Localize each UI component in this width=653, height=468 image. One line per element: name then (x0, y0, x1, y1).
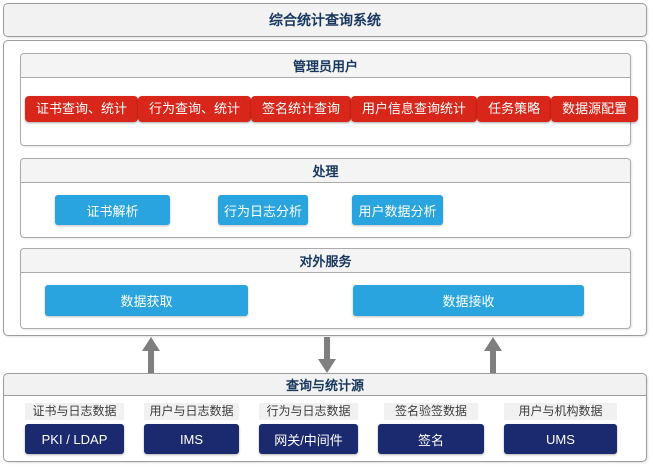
source-col-user-org: 用户与机构数据 UMS (504, 403, 617, 454)
button-signature[interactable]: 签名 (378, 424, 484, 454)
source-col-user-log: 用户与日志数据 IMS (144, 403, 239, 454)
source-label-user-log: 用户与日志数据 (144, 403, 239, 420)
system-main-box: 管理员用户 证书查询、统计 行为查询、统计 签名统计查询 用户信息查询统计 任务… (3, 40, 647, 336)
button-ums[interactable]: UMS (504, 424, 617, 454)
button-datasource-config[interactable]: 数据源配置 (551, 96, 639, 122)
source-col-signature-verify: 签名验签数据 签名 (378, 403, 484, 454)
button-task-policy[interactable]: 任务策略 (477, 96, 552, 122)
up-arrow-icon (484, 337, 502, 373)
button-user-data-analysis[interactable]: 用户数据分析 (352, 195, 443, 225)
down-arrow-icon (318, 337, 336, 373)
system-title-bar: 综合统计查询系统 (3, 3, 647, 37)
button-cert-query-stats[interactable]: 证书查询、统计 (25, 96, 139, 122)
section-admin-users: 管理员用户 证书查询、统计 行为查询、统计 签名统计查询 用户信息查询统计 任务… (20, 53, 639, 146)
button-pki-ldap[interactable]: PKI / LDAP (25, 424, 124, 454)
source-label-cert-log: 证书与日志数据 (25, 403, 124, 420)
button-data-fetch[interactable]: 数据获取 (45, 285, 248, 316)
processing-buttons-row: 证书解析 行为日志分析 用户数据分析 (21, 183, 630, 225)
source-col-behavior-log: 行为与日志数据 网关/中间件 (259, 403, 358, 454)
source-columns-row: 证书与日志数据 PKI / LDAP 用户与日志数据 IMS 行为与日志数据 网… (4, 396, 646, 454)
source-label-user-org: 用户与机构数据 (504, 403, 617, 420)
section-admin-users-header: 管理员用户 (21, 54, 630, 78)
source-label-signature-verify: 签名验签数据 (384, 403, 478, 420)
button-signature-stats-query[interactable]: 签名统计查询 (251, 96, 352, 122)
source-label-behavior-log: 行为与日志数据 (259, 403, 358, 420)
external-buttons-row: 数据获取 数据接收 (21, 273, 630, 316)
button-behavior-query-stats[interactable]: 行为查询、统计 (138, 96, 252, 122)
section-processing: 处理 证书解析 行为日志分析 用户数据分析 (20, 158, 631, 238)
section-query-stat-sources-header: 查询与统计源 (4, 374, 646, 396)
section-external-services-header: 对外服务 (21, 249, 630, 273)
button-gateway-middleware[interactable]: 网关/中间件 (259, 424, 358, 454)
button-cert-parse[interactable]: 证书解析 (55, 195, 170, 225)
button-ims[interactable]: IMS (144, 424, 239, 454)
button-behavior-log-analysis[interactable]: 行为日志分析 (218, 195, 308, 225)
page-title: 综合统计查询系统 (269, 12, 381, 28)
section-query-stat-sources: 查询与统计源 证书与日志数据 PKI / LDAP 用户与日志数据 IMS 行为… (3, 373, 647, 462)
button-data-receive[interactable]: 数据接收 (353, 285, 584, 316)
button-user-info-query-stats[interactable]: 用户信息查询统计 (351, 96, 478, 122)
section-external-services: 对外服务 数据获取 数据接收 (20, 248, 631, 329)
up-arrow-icon (142, 337, 160, 373)
source-col-cert-log: 证书与日志数据 PKI / LDAP (25, 403, 124, 454)
section-processing-header: 处理 (21, 159, 630, 183)
admin-buttons-row: 证书查询、统计 行为查询、统计 签名统计查询 用户信息查询统计 任务策略 数据源… (21, 78, 639, 122)
